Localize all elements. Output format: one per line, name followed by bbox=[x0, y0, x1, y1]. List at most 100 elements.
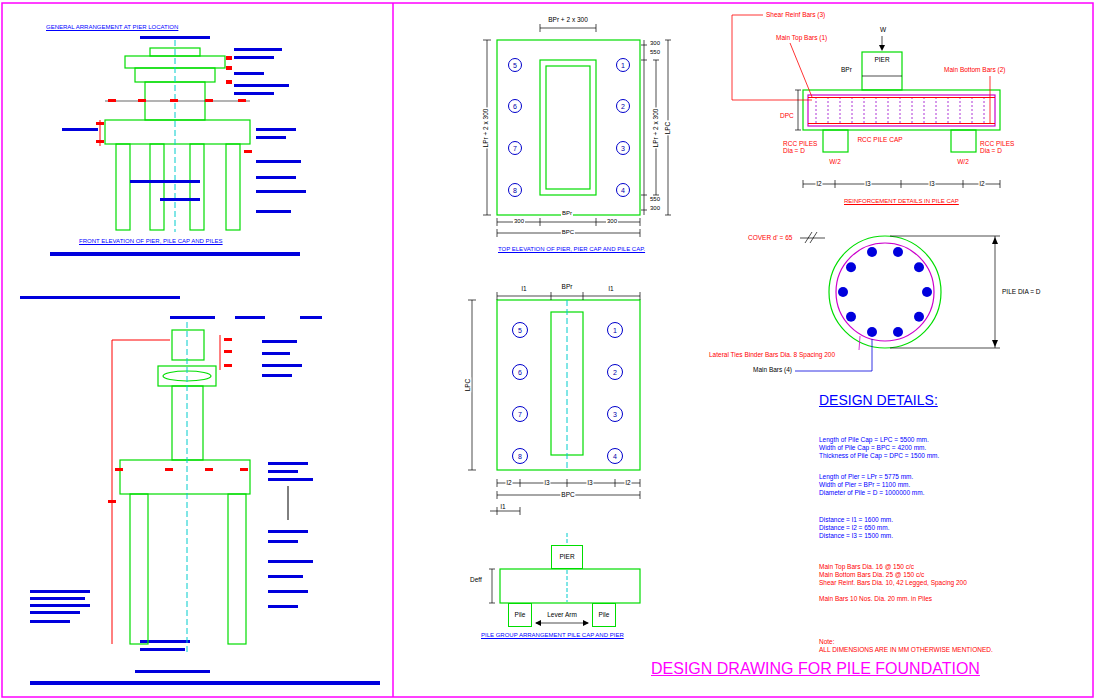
pile-number: 5 bbox=[518, 327, 522, 334]
dimension-label: 550 bbox=[649, 196, 661, 203]
pile-number: 1 bbox=[613, 327, 617, 334]
pile-circle: 8 bbox=[512, 448, 528, 464]
pile-number: 6 bbox=[513, 103, 517, 110]
dimension-label: l3 bbox=[928, 180, 935, 187]
pile-circle: 8 bbox=[508, 183, 522, 197]
callout-label: Lateral Ties Binder Bars Dia. 8 Spacing … bbox=[708, 351, 836, 358]
pile-circle: 2 bbox=[616, 99, 630, 113]
part-label: PIER bbox=[559, 554, 574, 561]
dimension-label: W/2 bbox=[956, 158, 970, 165]
view-caption: TOP ELEVATION OF PIER, PIER CAP AND PILE… bbox=[497, 246, 646, 253]
section-heading: DESIGN DETAILS: bbox=[818, 392, 939, 408]
dimension-label: BPr bbox=[561, 283, 574, 290]
pile-number: 6 bbox=[518, 369, 522, 376]
part-label: RCC PILES Dia = D bbox=[782, 140, 822, 155]
design-note: Distance = l3 = 1500 mm. bbox=[818, 532, 894, 539]
dimension-label: l3 bbox=[586, 479, 593, 486]
dimension-label: LPC bbox=[664, 121, 671, 136]
dimension-label: PILE DIA = D bbox=[1001, 288, 1041, 295]
dimension-label: 300 bbox=[513, 218, 525, 225]
design-note: Distance = l2 = 650 mm. bbox=[818, 524, 890, 531]
dimension-label: 300 bbox=[649, 205, 661, 212]
design-note: Thickness of Pile Cap = DPC = 1500 mm. bbox=[818, 452, 940, 459]
pile-circle: 6 bbox=[508, 99, 522, 113]
design-note: Distance = l1 = 1600 mm. bbox=[818, 516, 894, 523]
dimension-label: l1 bbox=[520, 285, 527, 292]
design-note: Note: bbox=[818, 638, 836, 645]
pile-number: 3 bbox=[621, 145, 625, 152]
dimension-label: BPC bbox=[560, 491, 575, 498]
callout-label: Main Bars (4) bbox=[752, 366, 793, 373]
pile-number: 2 bbox=[621, 103, 625, 110]
dimension-label: l1 bbox=[499, 503, 506, 510]
dimension-label: 300 bbox=[649, 40, 661, 47]
view-caption: PILE GROUP ARRANGEMENT PILE CAP AND PIER bbox=[480, 632, 625, 639]
drawing-title: DESIGN DRAWING FOR PILE FOUNDATION bbox=[650, 660, 981, 678]
view-caption: FRONT ELEVATION OF PIER, PILE CAP AND PI… bbox=[78, 238, 224, 245]
pile-circle: 5 bbox=[508, 58, 522, 72]
pile-box: Pile bbox=[592, 603, 616, 627]
part-label: Pile bbox=[515, 612, 526, 619]
pile-number: 5 bbox=[513, 62, 517, 69]
dimension-label: W/2 bbox=[828, 158, 842, 165]
pier-box: PIER bbox=[551, 545, 583, 569]
dimension-label: l1 bbox=[607, 285, 614, 292]
view-caption: REINFORCEMENT DETAILS IN PILE CAP bbox=[843, 198, 960, 205]
pile-circle: 4 bbox=[607, 448, 623, 464]
pile-circle: 5 bbox=[512, 322, 528, 338]
pile-number: 2 bbox=[613, 369, 617, 376]
pile-circle: 1 bbox=[616, 58, 630, 72]
part-label: PIER bbox=[873, 56, 890, 63]
design-note: Shear Reinf. Bars Dia. 10, 42 Legged, Sp… bbox=[818, 579, 968, 586]
dimension-label: BPC bbox=[561, 229, 575, 236]
design-note: Main Bars 10 Nos. Dia. 20 mm. in Piles bbox=[818, 595, 933, 602]
part-label: RCC PILES Dia = D bbox=[979, 140, 1019, 155]
pile-number: 7 bbox=[513, 145, 517, 152]
dimension-label: l2 bbox=[815, 180, 822, 187]
dimension-label: 300 bbox=[606, 218, 618, 225]
dimension-label: l2 bbox=[624, 479, 631, 486]
pile-circle: 4 bbox=[616, 183, 630, 197]
callout-label: Shear Reinf Bars (3) bbox=[765, 11, 826, 18]
design-note: ALL DIMENSIONS ARE IN MM OTHERWISE MENTI… bbox=[818, 646, 994, 653]
dimension-label: l3 bbox=[864, 180, 871, 187]
pile-circle: 1 bbox=[607, 322, 623, 338]
design-note: Main Bottom Bars Dia. 25 @ 150 c/c bbox=[818, 571, 925, 578]
part-label: RCC PILE CAP bbox=[856, 136, 903, 143]
pile-number: 8 bbox=[518, 453, 522, 460]
design-note: Width of Pile Cap = BPC = 4200 mm. bbox=[818, 444, 927, 451]
part-label: Pile bbox=[599, 612, 610, 619]
pile-circle: 7 bbox=[508, 141, 522, 155]
pile-circle: 6 bbox=[512, 364, 528, 380]
pile-number: 4 bbox=[621, 187, 625, 194]
dimension-label: 550 bbox=[649, 49, 661, 56]
dimension-label: l2 bbox=[505, 479, 512, 486]
dimension-label: Lever Arm bbox=[546, 611, 578, 618]
pile-number: 4 bbox=[613, 453, 617, 460]
dimension-label: LPC bbox=[464, 378, 471, 393]
pile-box: Pile bbox=[508, 603, 532, 627]
dimension-label: l3 bbox=[543, 479, 550, 486]
callout-label: COVER d' = 65 bbox=[747, 234, 793, 241]
callout-label: Main Bottom Bars (2) bbox=[943, 66, 1006, 73]
dimension-label: Deff bbox=[469, 576, 483, 583]
dimension-label: l2 bbox=[978, 180, 985, 187]
pile-number: 8 bbox=[513, 187, 517, 194]
design-note: Length of Pile Cap = LPC = 5500 mm. bbox=[818, 436, 930, 443]
pile-number: 7 bbox=[518, 411, 522, 418]
dimension-label: LPr + 2 x 300 bbox=[652, 108, 659, 149]
pile-circle: 3 bbox=[616, 141, 630, 155]
dimension-label: LPr + 2 x 300 bbox=[482, 108, 489, 149]
pile-number: 3 bbox=[613, 411, 617, 418]
design-note: Diameter of Pile = D = 1000000 mm. bbox=[818, 489, 926, 496]
dimension-label: W bbox=[879, 26, 887, 33]
dimension-label: BPr bbox=[561, 210, 573, 217]
pile-circle: 2 bbox=[607, 364, 623, 380]
design-note: Length of Pier = LPr = 5775 mm. bbox=[818, 473, 914, 480]
dimension-label: BPr + 2 x 300 bbox=[547, 16, 589, 23]
dimension-label: DPC bbox=[779, 112, 795, 119]
pile-circle: 3 bbox=[607, 406, 623, 422]
design-note: Main Top Bars Dia. 16 @ 150 c/c bbox=[818, 563, 915, 570]
design-note: Width of Pier = BPr = 1100 mm. bbox=[818, 481, 911, 488]
callout-label: Main Top Bars (1) bbox=[775, 34, 828, 41]
